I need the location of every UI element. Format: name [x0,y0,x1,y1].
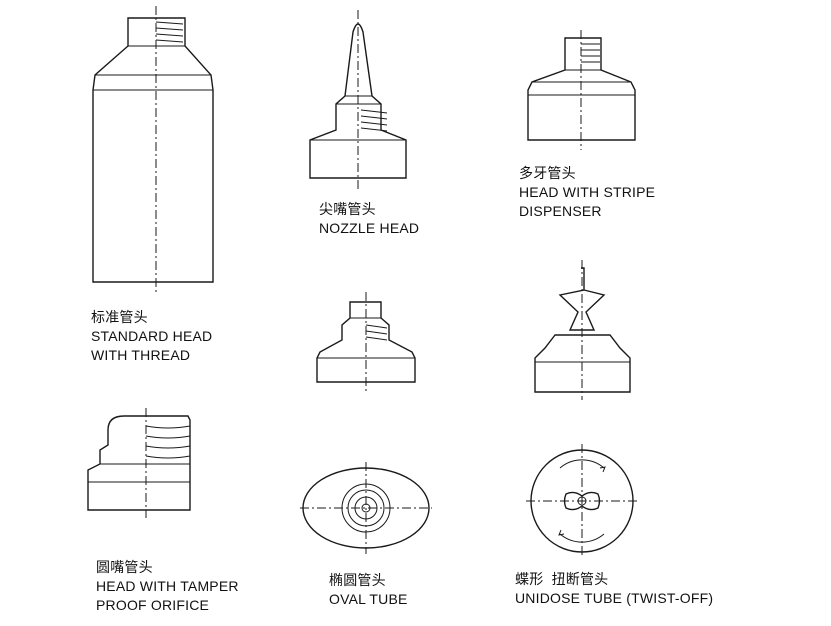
nozzle-head-label: 尖嘴管头 NOZZLE HEAD [319,200,419,238]
stripe-dispenser-drawing [527,30,636,150]
unidose-top-drawing [526,444,640,558]
oval-tube-en-1: OVAL TUBE [329,591,408,607]
tamper-orifice-drawing [87,408,191,518]
tamper-orifice-en-1: HEAD WITH TAMPER [96,578,239,594]
nozzle-head-drawing [309,10,407,190]
oval-tube-drawing [300,462,432,554]
oval-tube-label: 椭圆管头 OVAL TUBE [329,571,408,609]
unidose-tube-en-1: UNIDOSE TUBE (TWIST-OFF) [515,590,714,606]
standard-head-zh: 标准管头 [91,309,148,325]
nozzle-head-en-1: NOZZLE HEAD [319,220,420,236]
tamper-orifice-zh: 圆嘴管头 [96,559,153,575]
standard-head-label: 标准管头 STANDARD HEAD WITH THREAD [91,308,212,365]
nozzle-head-zh: 尖嘴管头 [319,201,376,217]
stripe-dispenser-label: 多牙管头 HEAD WITH STRIPE DISPENSER [519,164,655,221]
unidose-tube-label: 蝶形 扭断管头 UNIDOSE TUBE (TWIST-OFF) [515,570,713,608]
oval-tube-zh: 椭圆管头 [329,572,386,588]
twist-off-side-drawing [534,260,631,400]
threaded-head-drawing [316,292,416,392]
stripe-dispenser-en-1: HEAD WITH STRIPE [519,184,656,200]
stripe-dispenser-en-2: DISPENSER [519,203,602,219]
standard-head-en-2: WITH THREAD [91,347,191,363]
stripe-dispenser-zh: 多牙管头 [519,165,576,181]
unidose-tube-zh: 蝶形 扭断管头 [515,571,609,587]
standard-head-drawing [92,6,214,292]
standard-head-en-1: STANDARD HEAD [91,328,213,344]
tamper-orifice-label: 圆嘴管头 HEAD WITH TAMPER PROOF ORIFICE [96,558,239,615]
tamper-orifice-en-2: PROOF ORIFICE [96,597,210,613]
